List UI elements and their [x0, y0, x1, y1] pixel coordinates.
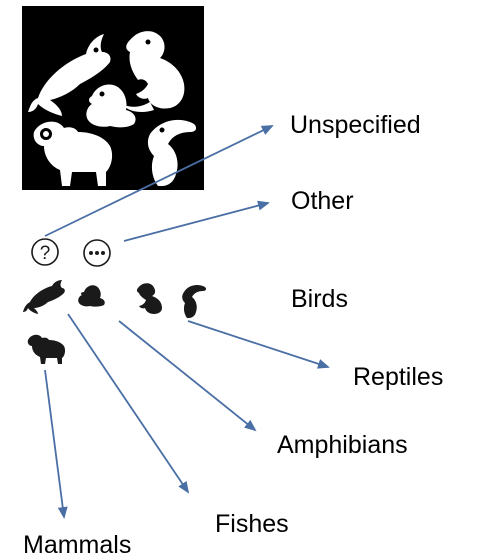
toucan-icon — [182, 284, 207, 318]
label-unspecified: Unspecified — [290, 111, 421, 139]
label-reptiles: Reptiles — [353, 363, 444, 391]
label-birds: Birds — [291, 285, 348, 313]
arrow-mammals — [44, 369, 68, 519]
fish-icon — [23, 280, 65, 314]
label-fishes: Fishes — [215, 510, 289, 538]
arrow-other — [123, 200, 270, 242]
arrow-amphibians — [118, 320, 257, 432]
arrow-reptiles — [187, 320, 330, 369]
lizard-icon — [136, 283, 162, 314]
arrow-fishes — [67, 313, 190, 494]
animal-classes-icon — [22, 6, 204, 190]
arrows — [44, 125, 330, 519]
arrow-unspecified — [44, 125, 274, 237]
ram-icon — [27, 334, 66, 364]
label-other: Other — [291, 187, 354, 215]
frog-silhouette — [86, 84, 136, 128]
svg-text:?: ? — [40, 243, 51, 264]
lizard-silhouette — [122, 31, 185, 112]
fish-silhouette — [28, 34, 111, 116]
toucan-silhouette — [147, 119, 197, 186]
frog-icon — [78, 285, 105, 307]
ram-silhouette — [33, 121, 113, 186]
label-mammals: Mammals — [23, 531, 132, 559]
question-circle-icon: ? — [31, 238, 59, 266]
label-amphibians: Amphibians — [277, 431, 408, 459]
ellipsis-circle-icon — [83, 239, 111, 267]
